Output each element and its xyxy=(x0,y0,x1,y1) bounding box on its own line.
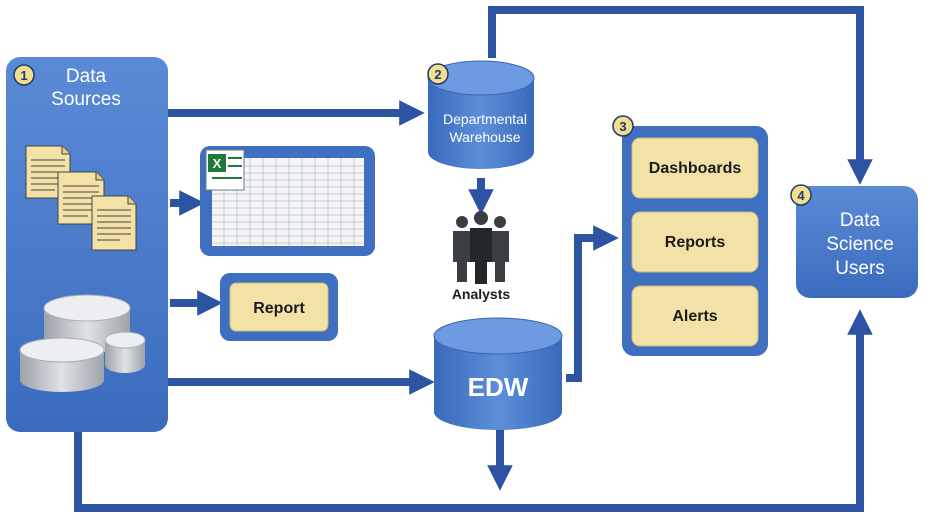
arrow-edw-to-panel xyxy=(566,225,619,382)
connector-lines xyxy=(74,6,873,512)
alerts-label: Alerts xyxy=(672,308,717,325)
analysts-group: Analysts xyxy=(452,211,511,302)
data-sources-label-line2: Sources xyxy=(51,89,121,110)
dashboards-label: Dashboards xyxy=(649,160,742,177)
spreadsheet-icon xyxy=(212,158,364,246)
data-science-users-panel: 4 Data Science Users xyxy=(790,184,918,298)
report-label: Report xyxy=(253,300,305,317)
document-stack-icon xyxy=(25,145,137,251)
alerts-card xyxy=(631,285,759,347)
step-1-badge xyxy=(13,64,35,86)
edw-cylinder: EDW xyxy=(433,317,563,430)
data-sources-label-line1: Data xyxy=(66,66,107,87)
step-2-badge xyxy=(427,63,449,85)
excel-icon: X xyxy=(205,149,245,191)
svg-text:X: X xyxy=(213,156,222,171)
step-2-number: 2 xyxy=(434,67,441,82)
data-sources-panel: 1 Data Sources xyxy=(6,57,168,432)
database-icon xyxy=(19,294,146,392)
arrow-sources-to-users xyxy=(74,309,873,512)
reports-label: Reports xyxy=(665,234,726,251)
reports-card xyxy=(631,211,759,273)
report-panel: Report xyxy=(220,273,338,341)
departmental-label-line2: Warehouse xyxy=(449,129,520,145)
step-4-badge xyxy=(790,184,812,206)
users-label-line3: Users xyxy=(835,258,885,279)
analysts-label: Analysts xyxy=(452,286,511,302)
step-1-number: 1 xyxy=(20,68,27,83)
arrow-departmental-to-users xyxy=(488,6,873,185)
edw-label: EDW xyxy=(468,372,529,402)
step-3-number: 3 xyxy=(619,119,626,134)
step-4-number: 4 xyxy=(797,188,805,203)
users-label-line2: Science xyxy=(826,234,894,255)
dashboards-card xyxy=(631,137,759,199)
users-label-line1: Data xyxy=(840,210,881,231)
spreadsheet-panel: X xyxy=(200,146,375,256)
departmental-warehouse: 2 Departmental Warehouse xyxy=(427,60,535,169)
departmental-label-line1: Departmental xyxy=(443,111,527,127)
people-icon xyxy=(453,211,509,284)
step-3-badge xyxy=(612,115,634,137)
outputs-panel: 3 Dashboards Reports Alerts xyxy=(612,115,768,356)
